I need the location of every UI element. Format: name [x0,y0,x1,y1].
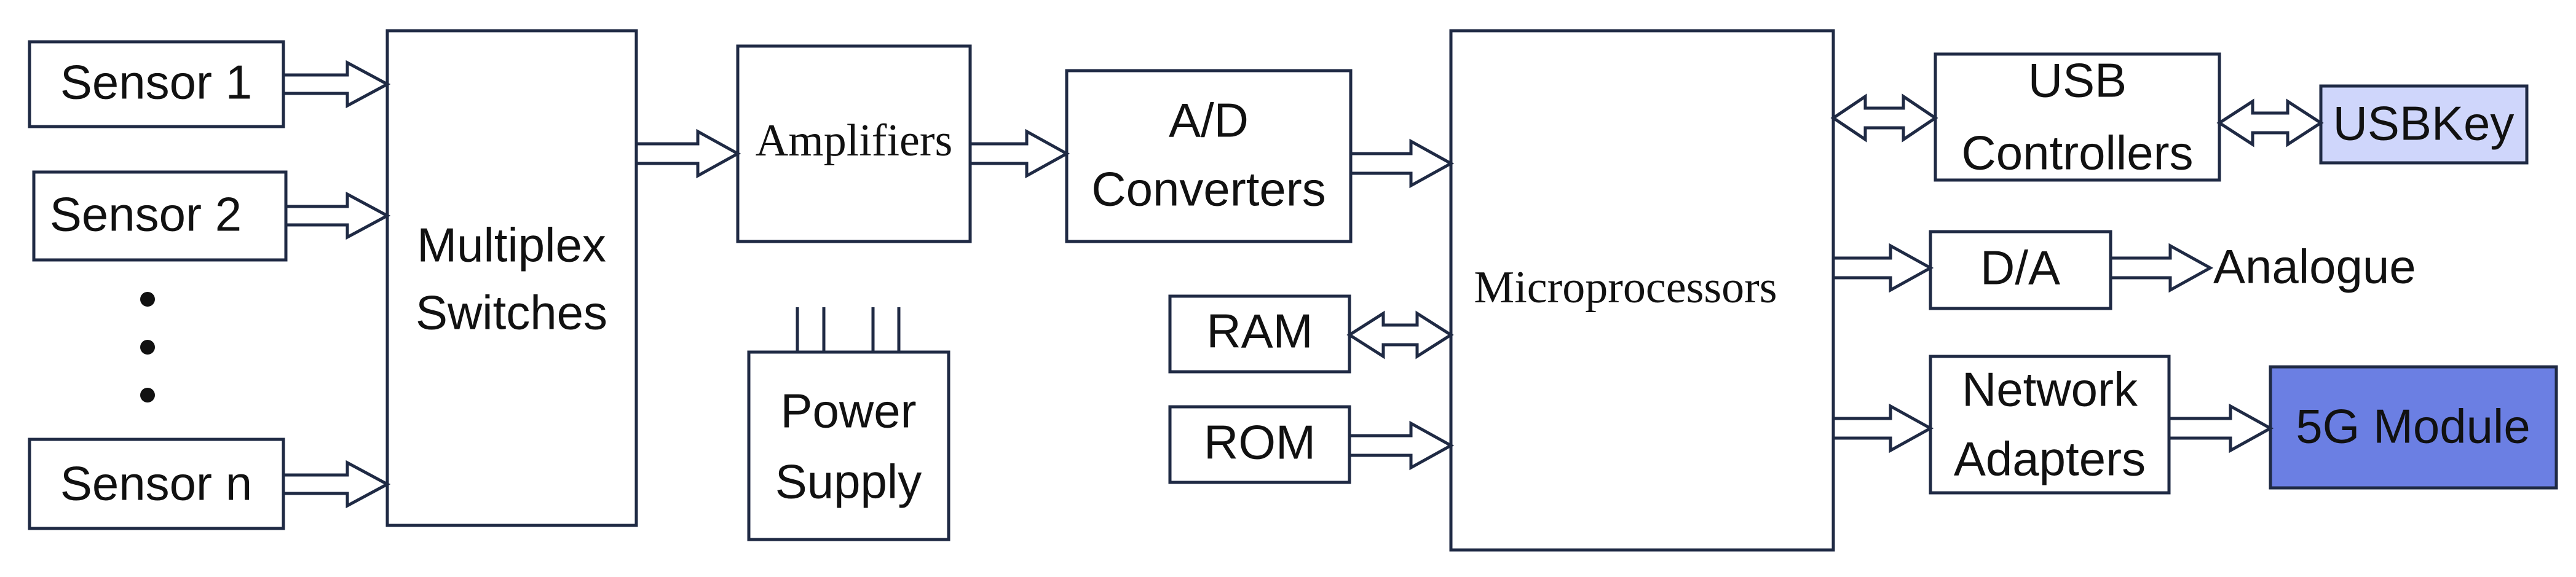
usb-controllers-block: USB Controllers [1934,52,2221,182]
ad-label-line2: Converters [1091,162,1326,216]
microprocessors-label: Microprocessors [1474,262,1777,313]
5g-module-label: 5G Module [2296,399,2531,453]
arrow-network-to-5g [2167,403,2274,453]
sensor-ellipsis [140,292,155,402]
sensor-n-label: Sensor n [60,457,252,511]
amplifiers-label: Amplifiers [756,116,953,166]
arrow-microprocessors-to-network [1831,403,1934,453]
multiplex-label-line2: Switches [416,286,607,340]
sensor-1-label: Sensor 1 [60,55,252,109]
5g-module-box [2269,365,2558,490]
ram-block: RAM [1168,294,1351,374]
da-label: D/A [1980,241,2060,295]
arrow-usb-usbkey-bidirectional [2216,98,2324,147]
arrow-ad-to-microprocessors [1349,138,1455,189]
sensor-2-label: Sensor 2 [50,187,242,241]
arrow-amplifiers-to-ad [968,128,1070,179]
rom-label: ROM [1204,415,1316,469]
amplifiers-block: Amplifiers [736,44,972,243]
arrow-da-to-analogue [2109,243,2214,293]
network-adapters-block: Network Adapters [1929,355,2171,495]
multiplex-switches-block: Multiplex Switches [385,29,638,527]
arrow-ram-microprocessors-bidirectional [1346,310,1454,359]
usb-label-line2: Controllers [1961,126,2193,180]
usbkey-block: USBKey [2319,84,2529,165]
sensor-2-block: Sensor 2 [32,170,288,262]
usbkey-box [2319,84,2529,165]
power-label-line2: Supply [775,455,922,509]
arrow-multiplex-to-amplifiers [634,128,741,179]
5g-module-block: 5G Module [2269,365,2558,490]
da-block: D/A [1929,230,2112,310]
ad-label-line1: A/D [1169,93,1249,147]
analogue-label: Analogue [2213,240,2416,294]
arrow-sensorn-to-multiplex [282,460,391,509]
sensor-1-block: Sensor 1 [28,40,285,128]
rom-block: ROM [1168,405,1351,484]
usb-label-line1: USB [2028,53,2127,108]
arrow-sensor1-to-multiplex [282,60,391,109]
sensor-n-block: Sensor n [28,438,285,530]
arrow-microprocessors-to-da [1831,243,1934,293]
multiplex-label-line1: Multiplex [417,218,606,272]
microprocessors-block: Microprocessors [1449,29,1835,552]
network-label-line2: Adapters [1954,432,2146,486]
power-label-line1: Power [780,384,916,438]
arrow-microprocessors-usb-bidirectional [1830,93,1938,143]
power-supply-block: Power Supply [747,307,950,541]
ad-converters-block: A/D Converters [1065,69,1353,243]
arrow-sensor2-to-multiplex [284,191,391,240]
arrow-rom-to-microprocessors [1348,420,1455,471]
ram-label: RAM [1206,304,1313,358]
usbkey-label: USBKey [2333,96,2515,151]
network-label-line1: Network [1962,363,2138,417]
